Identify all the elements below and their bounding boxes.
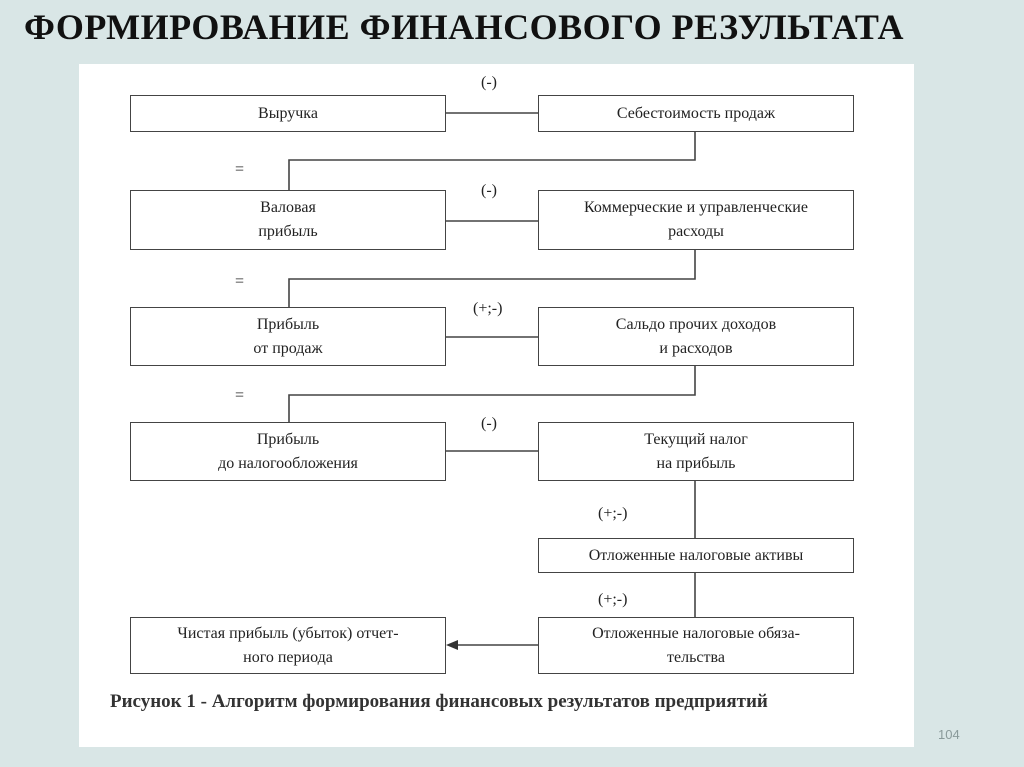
operator-equals-1: =	[235, 161, 245, 178]
box-deferred-tax-liabilities: Отложенные налоговые обяза- тельства	[538, 617, 854, 674]
box-sales-profit: Прибыль от продаж	[130, 307, 446, 366]
operator-plus-minus-3: (+;-)	[598, 591, 628, 608]
operator-plus-minus-2: (+;-)	[598, 505, 628, 522]
box-gross-profit: Валовая прибыль	[130, 190, 446, 250]
box-revenue: Выручка	[130, 95, 446, 132]
box-cost-of-sales: Себестоимость продаж	[538, 95, 854, 132]
operator-equals-3: =	[235, 387, 245, 404]
figure-caption: Рисунок 1 - Алгоритм формирования финанс…	[110, 691, 768, 712]
box-pretax-profit: Прибыль до налогообложения	[130, 422, 446, 481]
box-commercial-admin-expenses: Коммерческие и управленческие расходы	[538, 190, 854, 250]
page-number: 104	[938, 727, 960, 742]
slide-title: ФОРМИРОВАНИЕ ФИНАНСОВОГО РЕЗУЛЬТАТА	[24, 7, 905, 47]
operator-equals-2: =	[235, 273, 245, 290]
operator-minus-3: (-)	[481, 415, 497, 432]
box-other-income-balance: Сальдо прочих доходов и расходов	[538, 307, 854, 366]
operator-plus-minus-1: (+;-)	[473, 300, 503, 317]
box-net-profit: Чистая прибыль (убыток) отчет- ного пери…	[130, 617, 446, 674]
operator-minus-2: (-)	[481, 182, 497, 199]
box-deferred-tax-assets: Отложенные налоговые активы	[538, 538, 854, 573]
box-current-income-tax: Текущий налог на прибыль	[538, 422, 854, 481]
operator-minus-1: (-)	[481, 74, 497, 91]
